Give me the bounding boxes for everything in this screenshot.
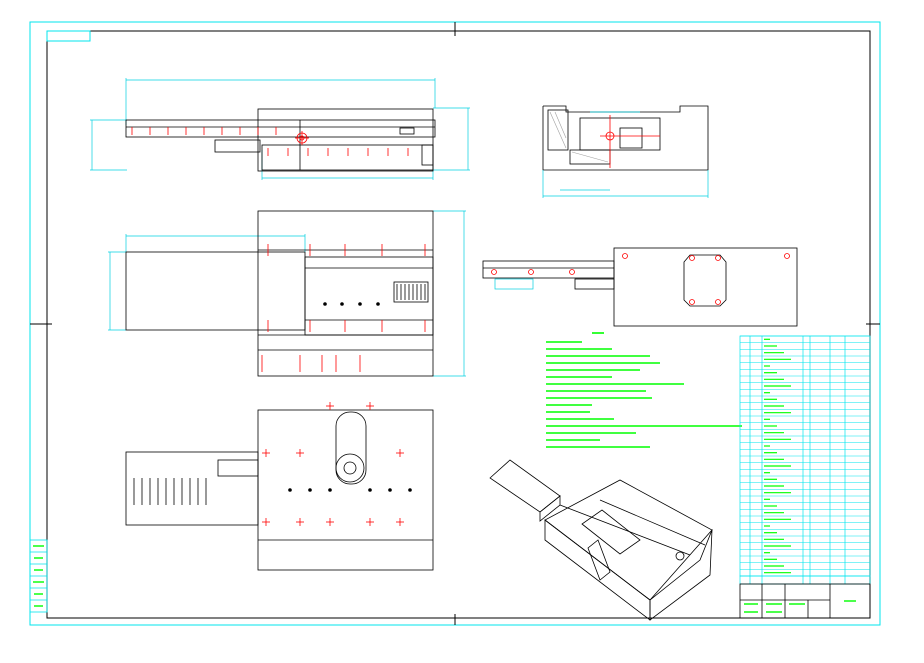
front-view-dimensions: [108, 210, 466, 377]
side-view-holes: [491, 253, 790, 305]
parts-list-header: [739, 575, 871, 585]
top-view: [90, 78, 470, 180]
side-view-outline: [482, 247, 798, 327]
bottom-view-teeth: [133, 478, 207, 505]
left-margin-table: [29, 539, 48, 613]
end-view-outline: [542, 105, 709, 171]
end-view: [542, 105, 709, 198]
top-view-dimensions: [90, 78, 470, 180]
parts-list: [739, 335, 871, 585]
bottom-view: [125, 402, 434, 571]
bottom-view-holes: [288, 488, 412, 492]
top-view-holes: [131, 127, 409, 156]
isometric-view: [489, 459, 713, 621]
bottom-view-outline: [125, 409, 434, 571]
front-view-centerlines: [261, 244, 426, 372]
side-view-dimensions: [494, 278, 534, 290]
sheet-frame: [29, 21, 881, 626]
side-view: [482, 247, 798, 327]
technical-notes: [546, 332, 742, 448]
front-view-outline: [125, 210, 434, 377]
front-view-holes: [323, 302, 380, 306]
front-view: [108, 210, 466, 377]
end-view-hatch: [549, 111, 609, 163]
corner-label-box: [46, 30, 91, 42]
end-view-dimensions: [542, 111, 709, 198]
front-view-teeth: [396, 284, 426, 300]
outer-border: [29, 21, 881, 626]
end-view-centerlines: [600, 115, 660, 168]
bottom-view-marks: [262, 402, 404, 526]
title-block: [739, 583, 871, 619]
top-view-outline: [125, 108, 436, 172]
parts-list-rows: [740, 335, 870, 574]
inner-border: [46, 30, 871, 619]
